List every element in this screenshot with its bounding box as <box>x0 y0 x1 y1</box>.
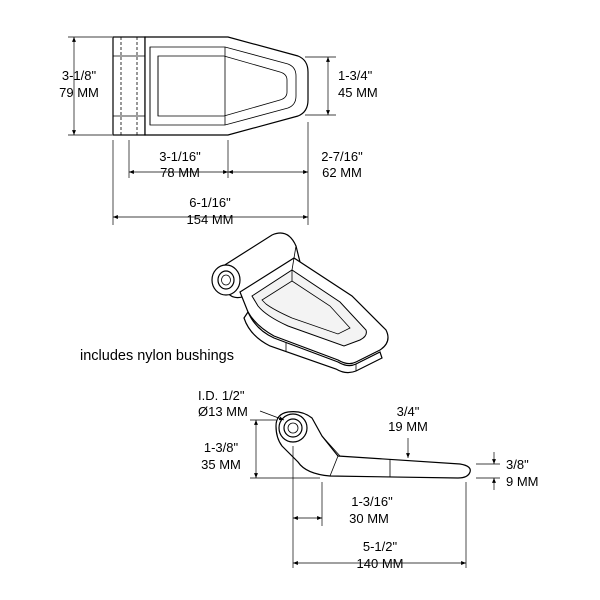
dim-side-id-imperial: I.D. 1/2" <box>198 388 245 403</box>
dim-side-thickness-metric: 19 MM <box>388 419 428 434</box>
dim-top-overall-imperial: 6-1/16" <box>189 195 231 210</box>
dim-top-length-b-metric: 62 MM <box>322 165 362 180</box>
dim-side-overall-imperial: 5-1/2" <box>363 539 398 554</box>
dim-top-height-metric: 79 MM <box>59 85 99 100</box>
dim-side-thickness-imperial: 3/4" <box>397 404 420 419</box>
dim-side-tip-metric: 9 MM <box>506 474 539 489</box>
dim-side-offset-imperial: 1-3/16" <box>351 494 393 509</box>
dim-top-width-imperial: 1-3/4" <box>338 68 373 83</box>
dim-side-id-metric: Ø13 MM <box>198 404 248 419</box>
top-view-leaf <box>144 36 309 136</box>
dim-top-length-a-metric: 78 MM <box>160 165 200 180</box>
side-view-hinge <box>275 411 471 479</box>
dim-top-length-a-imperial: 3-1/16" <box>159 149 201 164</box>
dim-top-width-metric: 45 MM <box>338 85 378 100</box>
dim-side-height-metric: 35 MM <box>201 457 241 472</box>
dim-side-height-imperial: 1-3/8" <box>204 440 239 455</box>
side-view: I.D. 1/2" Ø13 MM 3/4" 19 MM 1-3/8" 35 MM… <box>198 388 539 571</box>
dim-top-overall-metric: 154 MM <box>187 212 234 227</box>
isometric-view <box>211 232 389 374</box>
dim-top-length-b-imperial: 2-7/16" <box>321 149 363 164</box>
note-nylon-bushings: includes nylon bushings <box>80 348 234 364</box>
dim-top-height-imperial: 3-1/8" <box>62 68 97 83</box>
top-view: 3-1/8" 79 MM 1-3/4" 45 MM 3-1/16" 78 MM … <box>59 36 378 227</box>
dim-side-offset-metric: 30 MM <box>349 511 389 526</box>
top-view-barrel <box>112 36 146 136</box>
dim-side-tip-imperial: 3/8" <box>506 457 529 472</box>
dim-side-overall-metric: 140 MM <box>357 556 404 571</box>
